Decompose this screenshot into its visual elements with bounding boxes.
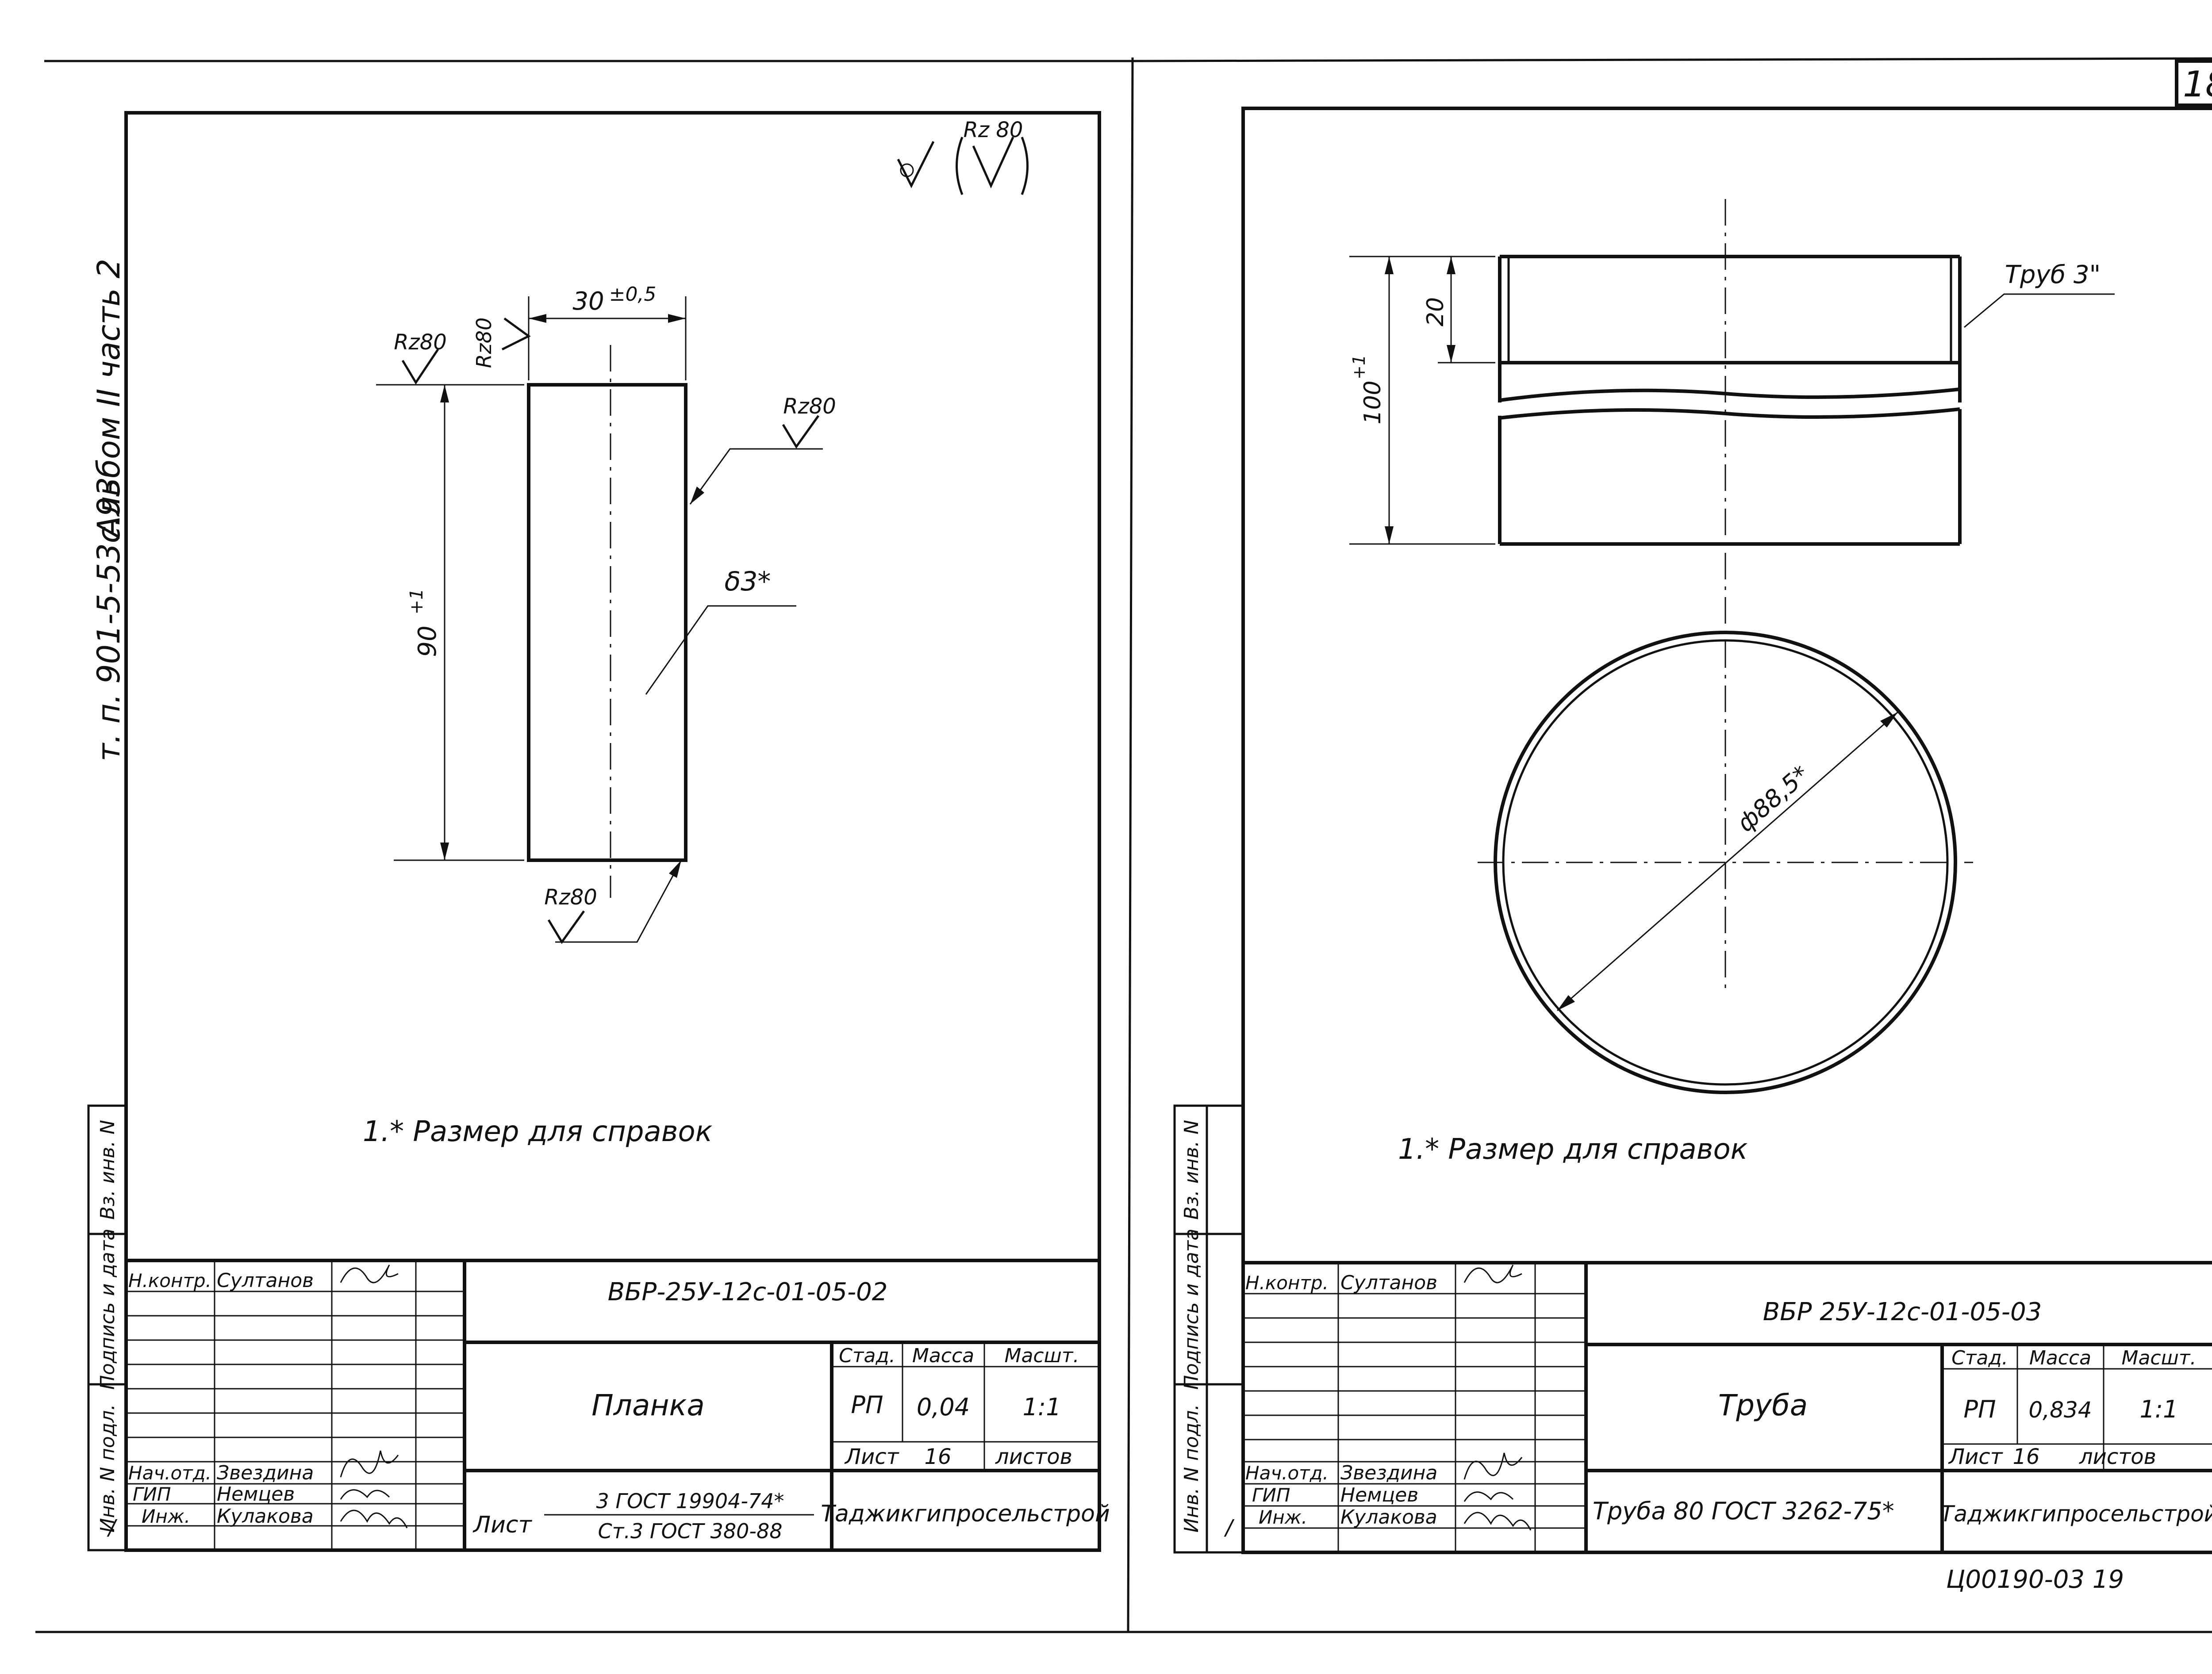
right-role-2: ГИП: [1252, 1484, 1290, 1506]
left-scale: 1:1: [1023, 1393, 1061, 1421]
top-dimension: 20: [1422, 297, 1449, 326]
right-mass: 0,834: [2028, 1397, 2092, 1423]
right-part-name: Труба: [1718, 1388, 1808, 1422]
roughness-right: Rz80: [783, 394, 836, 419]
left-sheet-num: 16: [924, 1444, 951, 1469]
thickness-callout: δ3*: [725, 566, 771, 597]
left-stage: РП: [851, 1391, 883, 1419]
right-stage: РП: [1963, 1395, 1996, 1423]
left-frame: [124, 111, 1101, 1552]
left-org: Таджикгипросельстрой: [821, 1501, 1110, 1527]
right-role-0: Н.контр.: [1245, 1272, 1329, 1294]
left-sheet: т. п. 901-5-53с.93 Альбом II часть 2 Вз.…: [87, 111, 1110, 1552]
width-tolerance: ±0,5: [609, 283, 657, 306]
signature-icon: [1463, 1491, 1514, 1502]
right-material: Труба 80 ГОСТ 3262-75*: [1593, 1497, 1894, 1525]
binding-series-text: т. п. 901-5-53с.93: [91, 477, 127, 761]
left-role-3: Инж.: [142, 1505, 190, 1527]
center-divider: [1127, 57, 1134, 1632]
break-line-lower: [1499, 407, 1960, 420]
right-doc-code: ВБР 25У-12с-01-05-03: [1763, 1298, 2042, 1326]
pipe-label: Труб 3": [2005, 260, 2101, 289]
right-sheet-label: Лист: [1948, 1444, 2004, 1469]
diameter-line: [1557, 711, 1898, 1011]
general-roughness-symbol: Rz 80: [897, 118, 1029, 195]
top-edge-right: [1132, 57, 2212, 62]
left-title-block: [124, 1259, 1101, 1552]
stamp-inv-podl: Инв. N подл.: [1180, 1404, 1203, 1533]
right-name-3: Кулакова: [1340, 1506, 1437, 1528]
left-material-prefix: Лист: [472, 1512, 532, 1538]
signature-icon: [1463, 1512, 1532, 1531]
signature-icon: [340, 1264, 399, 1283]
left-name-3: Кулакова: [217, 1505, 314, 1528]
stamp-vz-inv: Вз. инв. N: [96, 1120, 119, 1220]
total-tolerance: +1: [1349, 355, 1369, 379]
right-rev-mark: /: [1224, 1515, 1235, 1540]
right-name-2: Немцев: [1340, 1484, 1418, 1506]
left-scale-label: Масшт.: [1005, 1345, 1079, 1367]
general-roughness-text: Rz 80: [964, 118, 1023, 142]
right-role-3: Инж.: [1259, 1506, 1307, 1528]
page-number-box: [2175, 59, 2212, 107]
right-role-1: Нач.отд.: [1245, 1462, 1329, 1484]
right-mass-label: Масса: [2029, 1347, 2091, 1369]
left-sheet-label: Лист: [844, 1444, 900, 1469]
left-sheets-label: листов: [995, 1444, 1072, 1469]
left-mass-label: Масса: [912, 1345, 974, 1367]
signature-icon: [1463, 1452, 1523, 1480]
left-name-0: Султанов: [217, 1269, 314, 1292]
signature-icon: [340, 1489, 390, 1500]
signature-icon: [340, 1450, 399, 1478]
page-number: 18: [2183, 64, 2212, 105]
right-name-0: Султанов: [1340, 1272, 1437, 1294]
right-stage-label: Стад.: [1951, 1347, 2008, 1369]
right-name-1: Звездина: [1340, 1462, 1437, 1484]
roughness-top-left: Rz80: [394, 330, 447, 355]
plate-outline: [527, 383, 687, 862]
total-dimension: 100: [1359, 380, 1386, 424]
right-scale: 1:1: [2140, 1395, 2178, 1423]
height-tolerance: +1: [407, 589, 427, 615]
left-role-0: Н.контр.: [128, 1270, 211, 1291]
left-doc-code: ВБР-25У-12с-01-05-02: [608, 1278, 888, 1306]
height-dimension: 90: [413, 625, 442, 657]
left-name-1: Звездина: [217, 1462, 314, 1484]
break-line-upper: [1499, 387, 1960, 402]
right-sheets-label: листов: [2079, 1444, 2156, 1469]
stamp-inv-podl: Инв. N подл.: [96, 1404, 119, 1533]
stamp-vz-inv: Вз. инв. N: [1180, 1120, 1203, 1220]
roughness-bottom: Rz80: [544, 885, 597, 910]
left-role-2: ГИП: [133, 1483, 171, 1505]
left-stage-label: Стад.: [839, 1345, 895, 1367]
width-dimension: 30: [572, 287, 604, 316]
right-sheet: Вз. инв. N Подпись и дата Инв. N подл. 1…: [1173, 107, 2212, 1594]
right-scale-label: Масшт.: [2122, 1347, 2197, 1369]
right-org: Таджикгипросельстрой: [1940, 1501, 2212, 1527]
diameter-dimension: ф88,5*: [1732, 760, 1814, 837]
left-note: 1.* Размер для справок: [363, 1115, 713, 1148]
left-name-2: Немцев: [217, 1483, 295, 1505]
roughness-top: Rz80: [472, 318, 496, 368]
binding-album-text: Альбом II часть 2: [91, 259, 127, 539]
left-material-line2: Ст.3 ГОСТ 380-88: [598, 1519, 782, 1543]
left-role-1: Нач.отд.: [128, 1462, 211, 1484]
left-part-name: Планка: [591, 1388, 705, 1422]
footer-code: Ц00190-03 19: [1946, 1565, 2124, 1594]
left-mass: 0,04: [917, 1393, 970, 1421]
stamp-podpis: Подпись и дата: [96, 1229, 119, 1390]
signature-icon: [340, 1509, 408, 1528]
stamp-podpis: Подпись и дата: [1180, 1229, 1203, 1390]
left-material-line1: 3 ГОСТ 19904-74*: [596, 1489, 784, 1513]
right-sheet-num: 16: [2012, 1444, 2039, 1469]
right-note: 1.* Размер для справок: [1398, 1133, 1748, 1166]
signature-icon: [1463, 1264, 1522, 1283]
